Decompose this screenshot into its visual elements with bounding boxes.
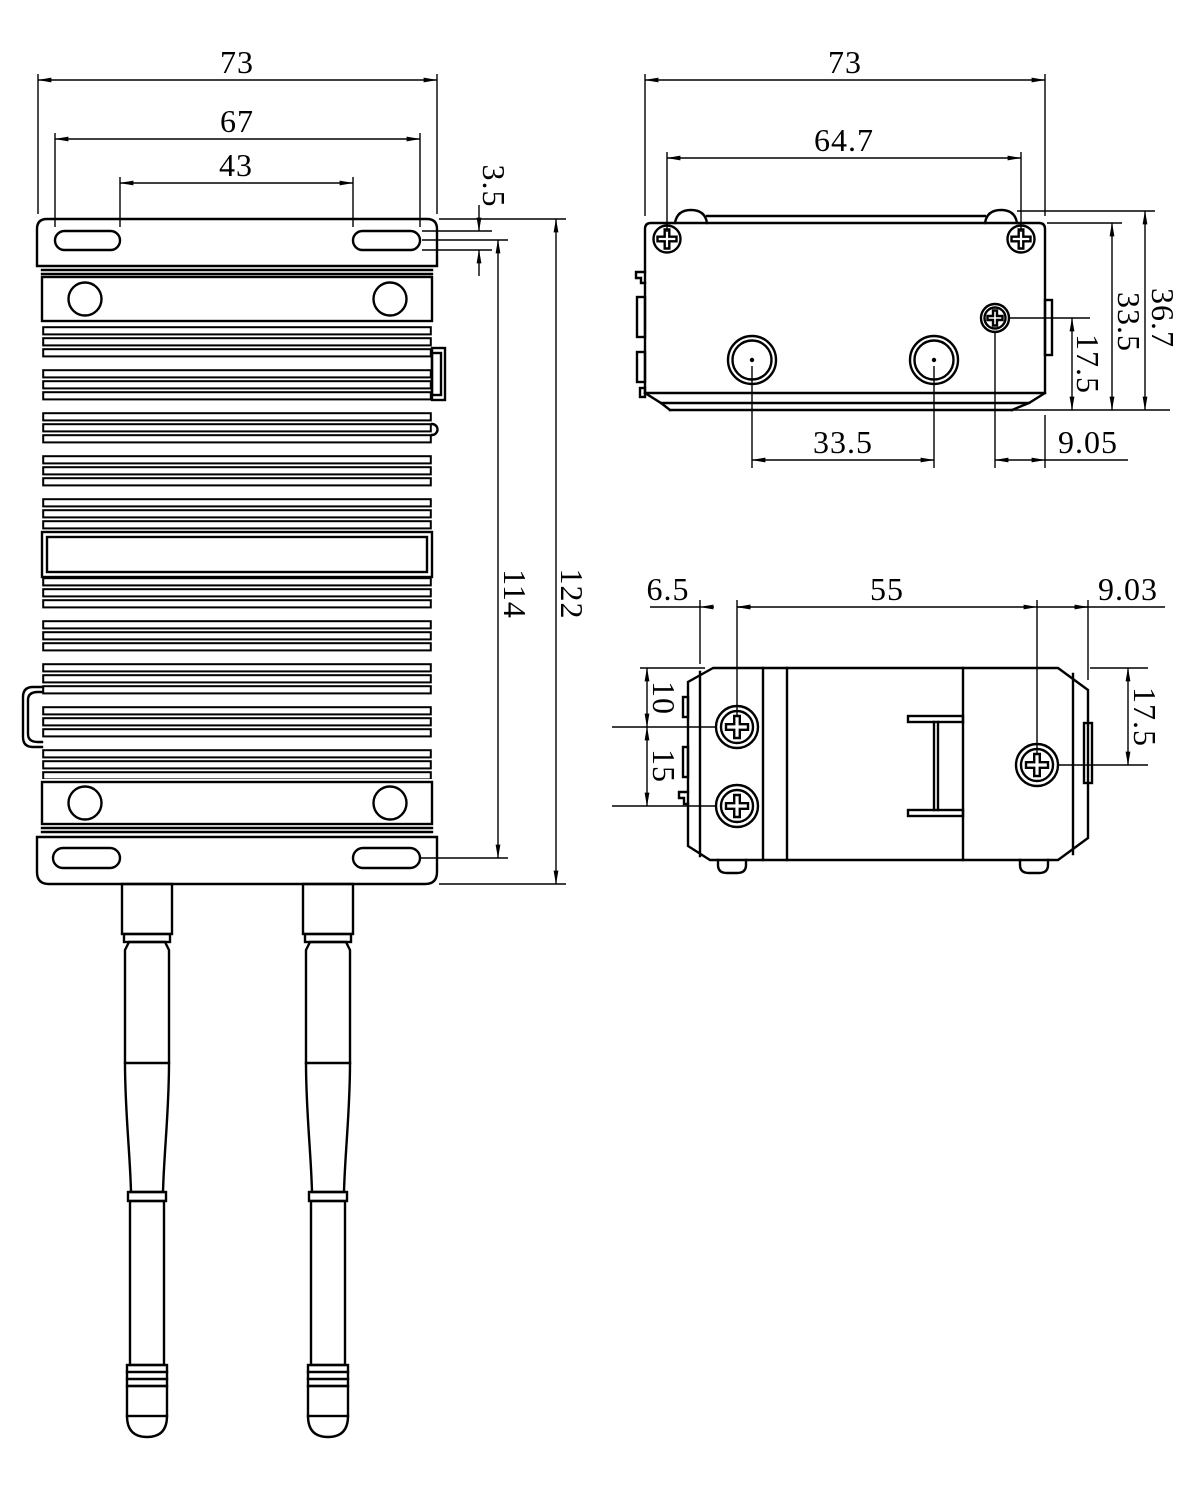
- dim-side-screw-pitch: 15: [646, 749, 682, 783]
- dim-side-wall-screw-offset: 6.5: [647, 571, 690, 607]
- phillips-screw: [1006, 224, 1036, 254]
- front-view: [21, 217, 447, 1439]
- dim-top-connector-span: 33.5: [813, 424, 873, 460]
- front-bottom-mount-plate: [35, 835, 439, 886]
- top-left-tab: [635, 295, 647, 339]
- side-foot: [716, 858, 748, 875]
- side-left-tab: [681, 745, 690, 779]
- front-middle-band: [40, 530, 434, 579]
- front-lower-band: [40, 780, 434, 826]
- top-body: [643, 221, 1047, 395]
- front-bottom-slot-right: [351, 846, 422, 870]
- side-body: [686, 666, 1090, 862]
- front-screw-hole: [67, 281, 103, 317]
- front-right-clip: [430, 346, 447, 402]
- front-fins-lower: [42, 577, 432, 779]
- top-view: [634, 208, 1054, 412]
- side-view-dimensions: 6.5 55 9.03 10 15 17.5: [612, 571, 1165, 807]
- top-view-dimensions: 73 64.7 33.5 9.05 17.5 33.5 36.7: [644, 44, 1181, 468]
- side-left-clip: [677, 790, 690, 806]
- dim-front-slot-outer: 67: [220, 103, 254, 139]
- antenna-left: [120, 882, 174, 1439]
- dim-front-slot-height: 3.5: [476, 165, 512, 208]
- phillips-screw-large: [714, 783, 760, 829]
- top-ear-right: [983, 208, 1019, 225]
- dim-front-slot-span: 114: [497, 569, 533, 619]
- top-left-tab: [638, 386, 647, 399]
- side-right-tab: [1082, 721, 1094, 785]
- phillips-screw-small: [979, 302, 1011, 334]
- dim-front-slot-inner: 43: [219, 147, 253, 183]
- dim-side-screw-height: 17.5: [1127, 687, 1163, 747]
- dim-top-body-height: 33.5: [1111, 292, 1147, 352]
- dim-top-overall-height: 36.7: [1145, 288, 1181, 348]
- dim-front-overall-width: 73: [220, 44, 254, 80]
- dim-top-overall-width: 73: [828, 44, 862, 80]
- dim-side-screw-edge-offset: 9.03: [1098, 571, 1158, 607]
- front-screw-hole: [372, 785, 408, 821]
- dim-front-overall-height: 122: [554, 569, 590, 620]
- front-top-slot-right: [351, 229, 422, 252]
- front-screw-hole: [372, 281, 408, 317]
- front-fins-upper: [42, 326, 432, 532]
- front-top-slot-left: [53, 229, 122, 252]
- top-left-tab: [635, 350, 647, 384]
- antenna-right: [301, 882, 355, 1439]
- front-right-bump: [430, 422, 439, 437]
- top-left-clip: [634, 270, 647, 285]
- dim-top-screw-span: 64.7: [814, 122, 874, 158]
- front-left-tab: [21, 685, 44, 749]
- front-screw-hole: [67, 785, 103, 821]
- dim-side-top-screw-offset: 10: [646, 681, 682, 715]
- front-view-dimensions: 73 67 43 3.5 114 122: [37, 44, 590, 885]
- front-bottom-slot-left: [51, 846, 122, 870]
- side-left-tab: [681, 695, 690, 719]
- side-foot: [1018, 858, 1050, 875]
- side-view: [677, 666, 1094, 875]
- top-right-tab: [1043, 298, 1054, 357]
- dim-top-connector-height: 17.5: [1070, 334, 1106, 394]
- dim-side-screw-span: 55: [870, 571, 904, 607]
- top-ear-left: [673, 208, 709, 225]
- din-clip: [906, 714, 965, 818]
- dim-top-screw-edge-offset: 9.05: [1058, 424, 1118, 460]
- front-top-mount-plate: [35, 217, 439, 268]
- front-upper-band: [40, 275, 434, 323]
